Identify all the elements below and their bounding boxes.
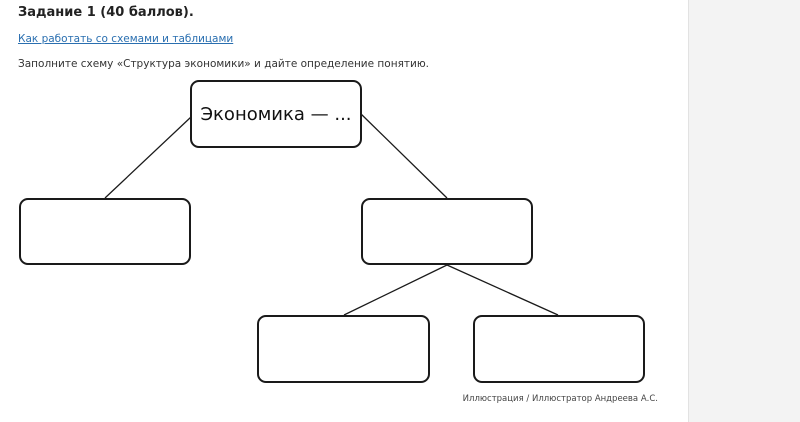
task-title: Задание 1 (40 баллов). (18, 5, 194, 20)
scheme-box-left (19, 198, 191, 265)
task-instruction: Заполните схему «Структура экономики» и … (18, 58, 430, 70)
connector-root-left (104, 116, 192, 199)
right-gutter (688, 0, 800, 422)
scheme-box-bottom-right (473, 315, 645, 383)
scheme-root-box: Экономика — ... (190, 80, 362, 148)
connector-right-bottomleft (343, 264, 448, 316)
connector-right-bottomright (446, 264, 559, 316)
scheme-root-label: Экономика — ... (200, 103, 352, 125)
help-link[interactable]: Как работать со схемами и таблицами (18, 33, 234, 45)
scheme-box-bottom-left (257, 315, 430, 383)
illustration-credit: Иллюстрация / Иллюстратор Андреева А.С. (462, 394, 658, 404)
connector-root-right (359, 112, 448, 199)
scheme-box-right (361, 198, 533, 265)
